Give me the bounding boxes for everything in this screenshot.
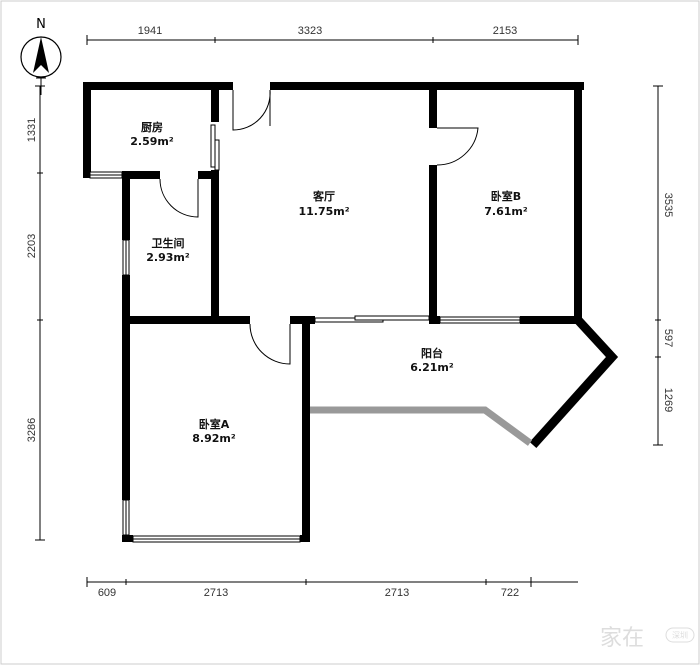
dim-top-1: 1941 — [138, 25, 162, 37]
room-bathroom-name: 卫生间 — [152, 236, 185, 250]
balcony-parapet — [310, 406, 533, 446]
room-bedroom-b-area: 7.61m² — [484, 205, 528, 218]
room-balcony-name: 阳台 — [421, 346, 443, 360]
dimension-lines — [35, 35, 663, 587]
dim-left-3: 3286 — [26, 418, 38, 442]
dim-left-1: 1331 — [26, 118, 38, 142]
room-kitchen-name: 厨房 — [141, 120, 163, 134]
dim-bottom-2: 2713 — [204, 587, 228, 599]
room-labels: 厨房 2.59m² 卫生间 2.93m² 客厅 11.75m² 卧室B 7.61… — [130, 120, 528, 445]
dim-left-2: 2203 — [26, 234, 38, 258]
dim-top-3: 2153 — [493, 25, 517, 37]
walls — [83, 82, 619, 542]
dim-top-2: 3323 — [298, 25, 322, 37]
room-bedroom-b-name: 卧室B — [491, 189, 521, 203]
watermark-main: 家在 — [600, 626, 644, 651]
dim-right-1: 3535 — [662, 193, 674, 217]
dimension-labels: 1941 3323 2153 609 2713 2713 722 1331 22… — [26, 25, 674, 599]
dim-bottom-4: 722 — [501, 587, 519, 599]
room-living-area: 11.75m² — [298, 205, 349, 218]
room-balcony-area: 6.21m² — [410, 361, 454, 374]
room-bathroom-area: 2.93m² — [146, 251, 190, 264]
watermark-badge: 深圳 — [672, 630, 688, 640]
north-compass-icon: N — [20, 17, 62, 95]
dim-right-3: 1269 — [662, 388, 674, 412]
room-bedroom-a-name: 卧室A — [199, 417, 230, 431]
dim-bottom-3: 2713 — [385, 587, 409, 599]
doors — [159, 89, 479, 365]
dim-bottom-1: 609 — [98, 587, 116, 599]
compass-label: N — [36, 17, 46, 32]
room-bedroom-a-area: 8.92m² — [192, 432, 236, 445]
watermark-logo: 家在 深圳 — [600, 626, 695, 651]
dim-right-2: 597 — [662, 329, 674, 347]
room-living-name: 客厅 — [312, 189, 335, 203]
windows — [89, 124, 521, 543]
room-kitchen-area: 2.59m² — [130, 135, 174, 148]
